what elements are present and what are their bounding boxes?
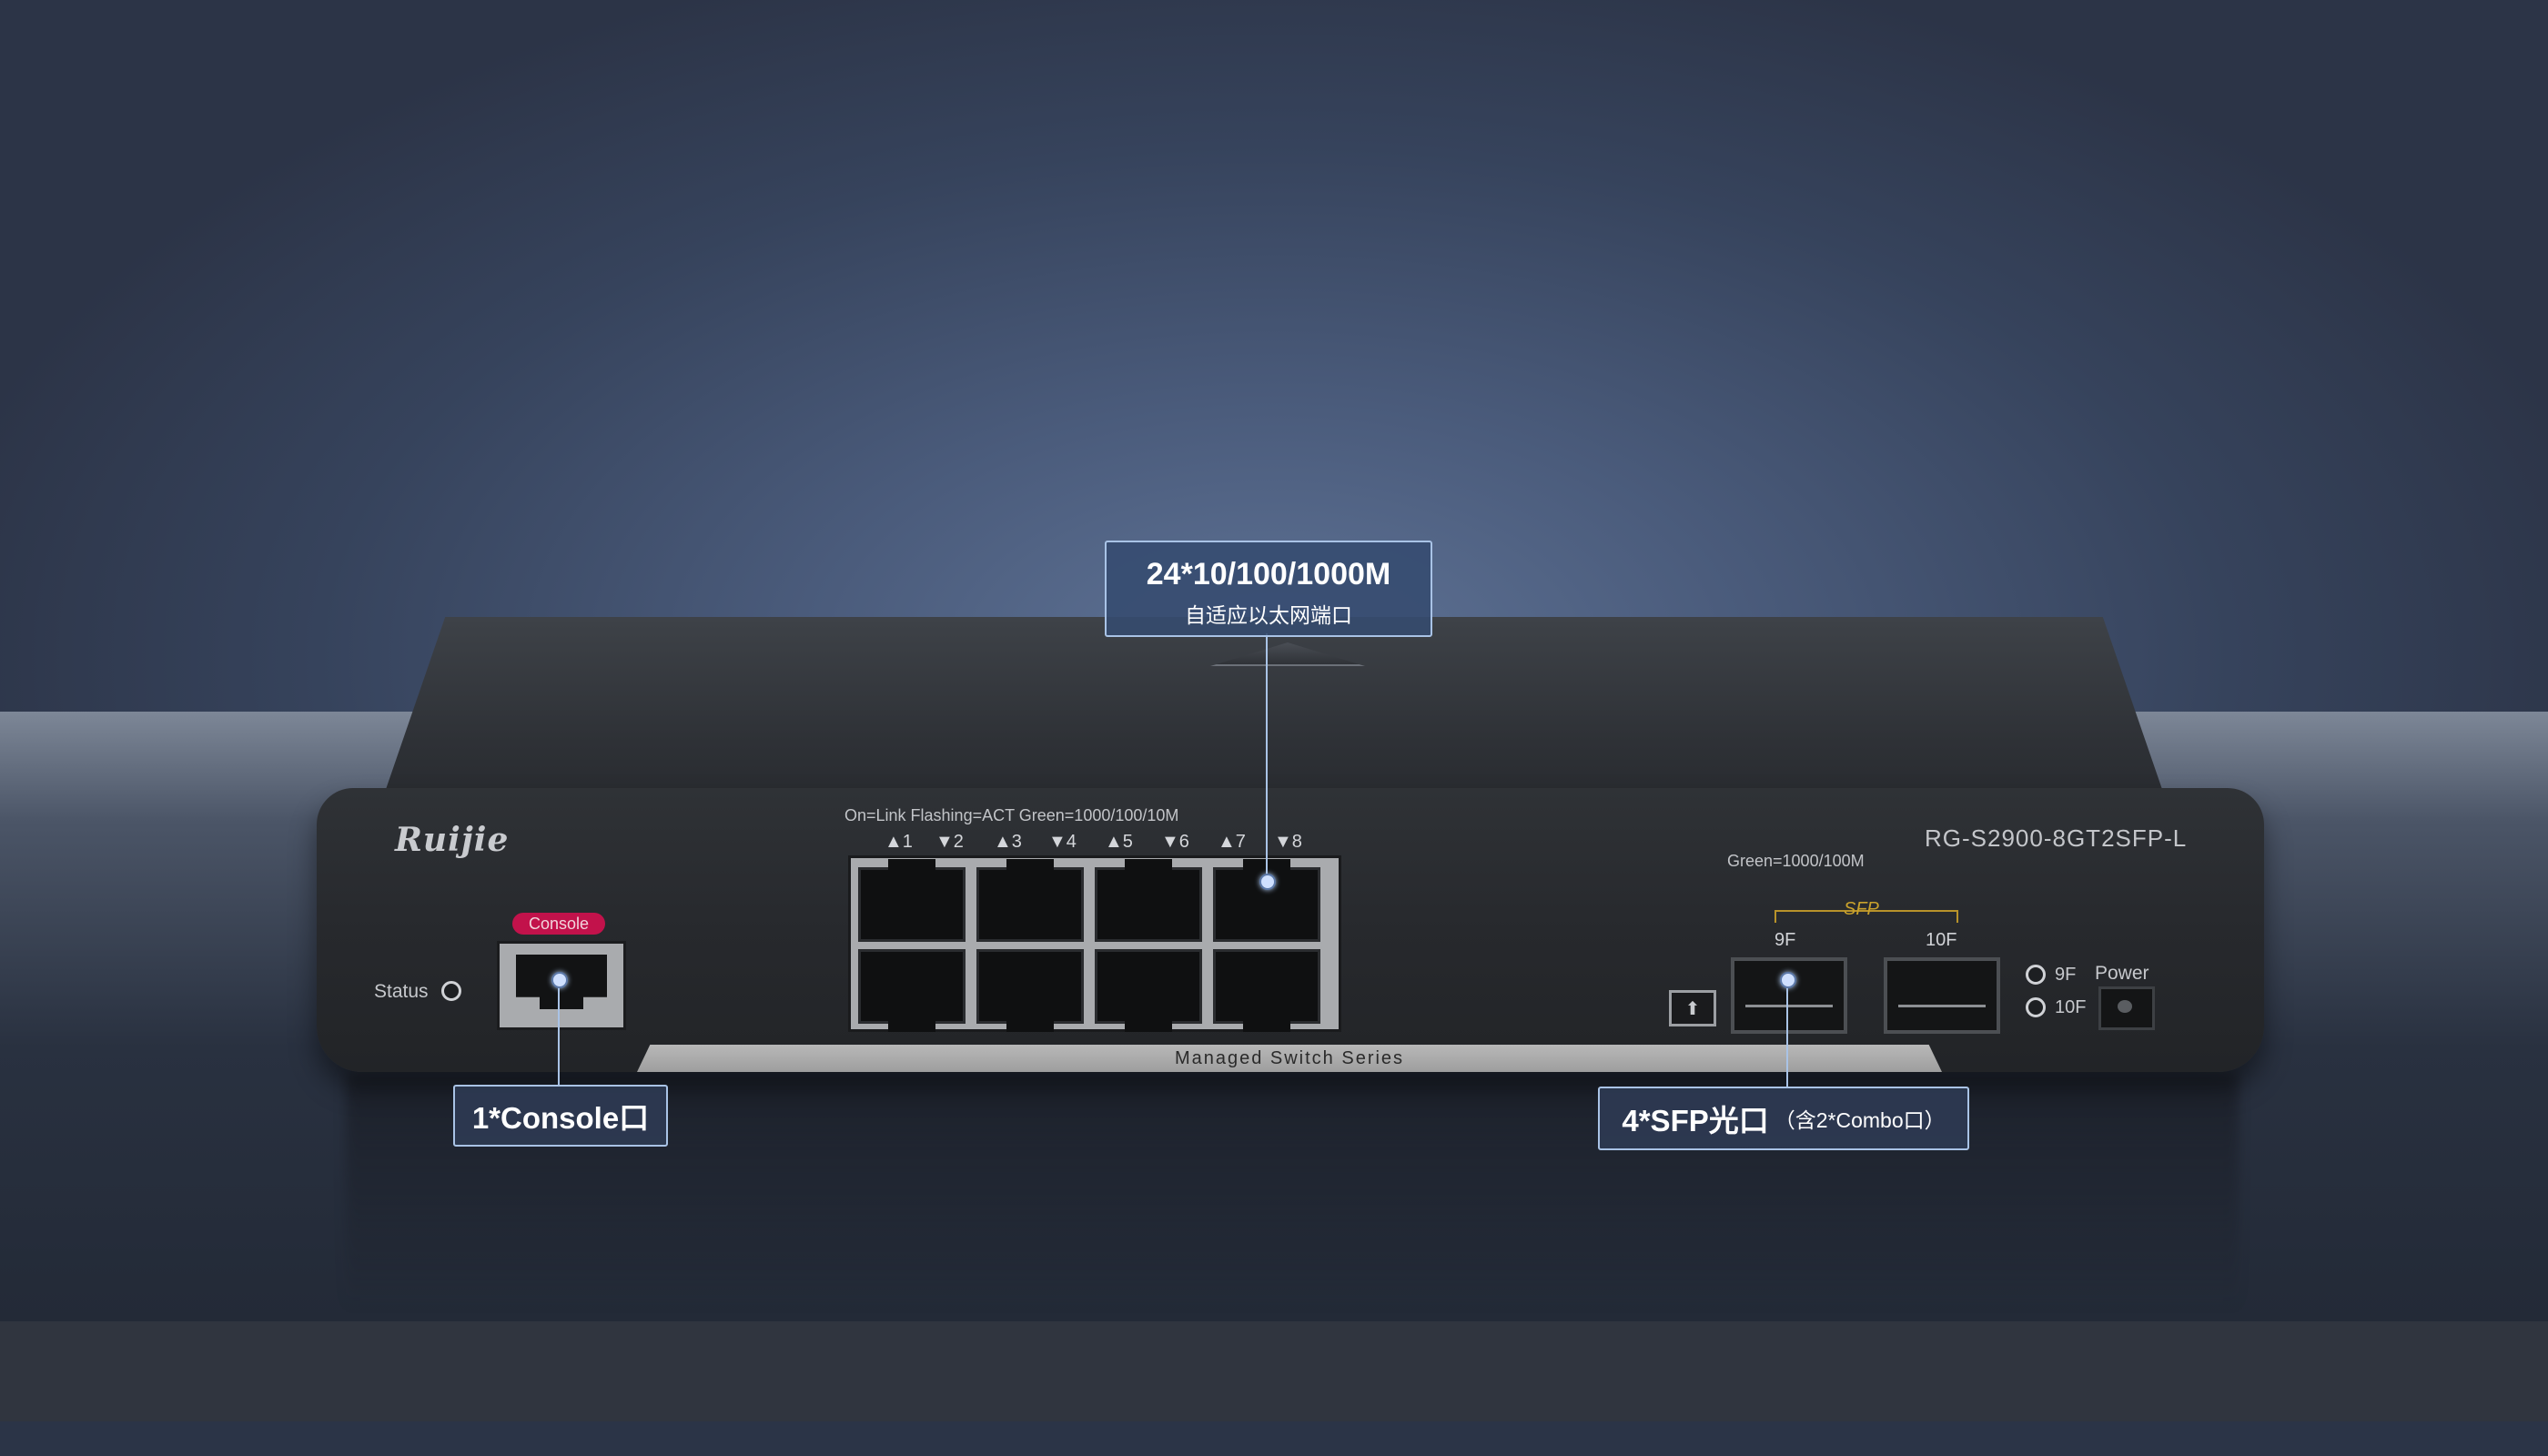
sfp-callout-title: 4*SFP光口 xyxy=(1622,1104,1769,1138)
sfp-port-label: 10F xyxy=(1926,930,1957,950)
port-number: ▲5 xyxy=(1105,832,1133,852)
sfp-bracket xyxy=(1774,910,1958,923)
series-label: Managed Switch Series xyxy=(1174,1047,1405,1068)
sfp-module-icon: ⬆ xyxy=(1669,990,1716,1026)
series-strip: Managed Switch Series xyxy=(637,1045,1942,1072)
model-label: RG-S2900-8GT2SFP-L xyxy=(1925,824,2188,852)
ethernet-port[interactable] xyxy=(976,949,1084,1032)
ethernet-port[interactable] xyxy=(1095,859,1202,942)
port-number: ▼2 xyxy=(935,832,964,852)
port-number: ▲7 xyxy=(1218,832,1246,852)
ethernet-callout-title: 24*10/100/1000M xyxy=(1146,557,1391,592)
sfp-callout-note: （含2*Combo口） xyxy=(1774,1108,1946,1132)
sfp-group-label: SFP xyxy=(1844,899,1879,919)
callout-line-ethernet xyxy=(1266,633,1268,883)
power-jack[interactable] xyxy=(2098,986,2155,1030)
ethernet-port[interactable] xyxy=(976,859,1084,942)
brand-logo: Ruijie xyxy=(395,821,510,859)
ethernet-port[interactable] xyxy=(1213,949,1320,1032)
floor-bottom xyxy=(0,1421,2548,1456)
port-number: ▲1 xyxy=(885,832,913,852)
callout-dot-console xyxy=(551,972,568,988)
sfp-10f-led xyxy=(2026,997,2046,1017)
sfp-callout: 4*SFP光口 （含2*Combo口） xyxy=(1598,1087,1969,1150)
sfp-led-label: 10F xyxy=(2055,997,2087,1017)
port-led-legend: On=Link Flashing=ACT Green=1000/100/10M xyxy=(844,806,1179,824)
sfp-speed-legend: Green=1000/100M xyxy=(1727,852,1865,870)
callout-line-sfp xyxy=(1786,981,1788,1087)
port-number: ▼8 xyxy=(1274,832,1302,852)
console-callout-text: 1*Console口 xyxy=(471,1101,650,1135)
port-number: ▼4 xyxy=(1048,832,1077,852)
ethernet-port[interactable] xyxy=(858,949,966,1032)
sfp-port[interactable] xyxy=(1731,957,1847,1034)
ethernet-callout: 24*10/100/1000M 自适应以太网端口 xyxy=(1105,541,1432,637)
status-label: Status xyxy=(374,981,429,1002)
console-badge: Console xyxy=(512,913,605,935)
ethernet-port[interactable] xyxy=(858,859,966,942)
ethernet-port[interactable] xyxy=(1095,949,1202,1032)
sfp-port[interactable] xyxy=(1884,957,2000,1034)
sfp-port-label: 9F xyxy=(1774,930,1796,950)
ethernet-callout-subtitle: 自适应以太网端口 xyxy=(1185,603,1352,627)
port-number: ▼6 xyxy=(1161,832,1189,852)
sfp-9f-led xyxy=(2026,965,2046,985)
floor-strip xyxy=(0,1321,2548,1421)
sfp-led-label: 9F xyxy=(2055,965,2077,985)
power-label: Power xyxy=(2095,963,2149,984)
callout-dot-ethernet xyxy=(1259,874,1276,890)
status-led xyxy=(441,981,461,1001)
callout-dot-sfp xyxy=(1780,972,1796,988)
callout-line-console xyxy=(558,981,560,1085)
port-number: ▲3 xyxy=(994,832,1022,852)
console-callout: 1*Console口 xyxy=(453,1085,668,1147)
